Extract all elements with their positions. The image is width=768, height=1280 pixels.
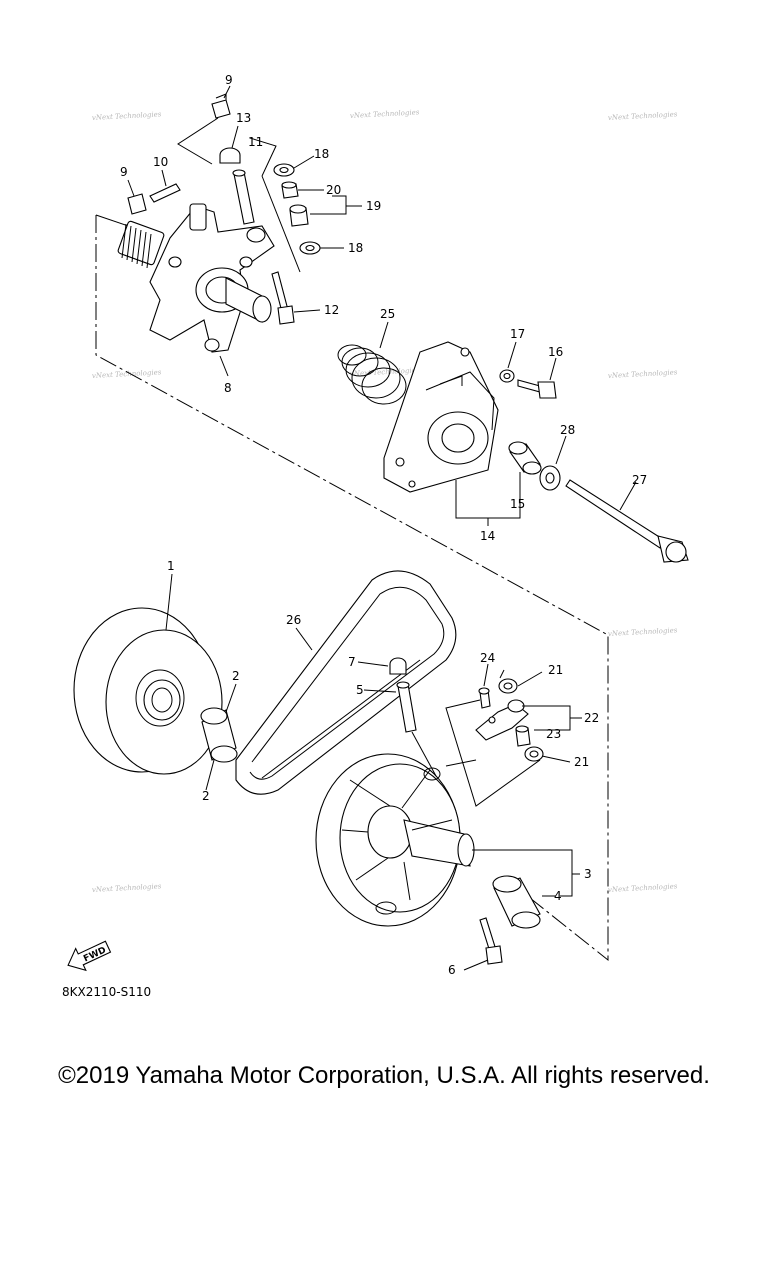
callout-22: 22 xyxy=(584,711,599,725)
part-17-washer xyxy=(499,369,515,383)
part-14-cover xyxy=(383,341,499,493)
part-19-bushing xyxy=(289,204,309,227)
callout-28: 28 xyxy=(560,423,575,437)
callout-25: 25 xyxy=(380,307,395,321)
part-20-bushing xyxy=(281,181,299,199)
callout-26: 26 xyxy=(286,613,301,627)
part-3-movable-sheave xyxy=(315,753,475,927)
part-21-washer-upper xyxy=(498,678,518,694)
part-22-weight-arm xyxy=(475,699,529,741)
part-15-bushing xyxy=(508,441,542,475)
part-18-washer-upper xyxy=(273,163,295,177)
callout-7: 7 xyxy=(348,655,356,669)
watermark: vNext Technologies xyxy=(608,110,678,122)
callout-3: 3 xyxy=(584,867,592,881)
part-24-pin xyxy=(478,687,491,709)
callout-14: 14 xyxy=(480,529,495,543)
part-7-nut xyxy=(389,657,407,675)
part-6-bolt xyxy=(479,917,503,965)
watermark: vNext Technologies xyxy=(350,366,420,378)
callout-11: 11 xyxy=(248,135,263,149)
watermark: vNext Technologies xyxy=(92,882,162,894)
drawing-code: 8KX2110-S110 xyxy=(62,985,151,999)
part-25-spring xyxy=(337,344,407,405)
part-21-washer-lower xyxy=(524,746,544,762)
callout-2: 2 xyxy=(232,669,240,683)
fwd-arrow-icon: FWD xyxy=(67,940,112,972)
callout-5: 5 xyxy=(356,683,364,697)
part-9-slider-upper xyxy=(211,93,231,119)
callout-21: 21 xyxy=(548,663,563,677)
part-2-bushing xyxy=(200,707,238,763)
leader-lines xyxy=(127,85,637,971)
part-28-washer xyxy=(539,465,561,491)
part-10-pin xyxy=(149,183,181,203)
part-18-washer-lower xyxy=(299,241,321,255)
callout-4: 4 xyxy=(554,889,562,903)
part-11-collar xyxy=(232,169,255,225)
part-1-sheave xyxy=(73,607,223,775)
callout-18: 18 xyxy=(314,147,329,161)
callout-16: 16 xyxy=(548,345,563,359)
callout-1: 1 xyxy=(167,559,175,573)
part-16-bolt xyxy=(517,379,557,399)
part-23-collar xyxy=(515,725,531,747)
part-5-collar xyxy=(396,681,417,733)
watermark: vNext Technologies xyxy=(92,110,162,122)
callout-21: 21 xyxy=(574,755,589,769)
callouts: 1 2 2 3 4 5 6 7 8 9 9 10 11 12 13 14 15 … xyxy=(120,73,647,977)
watermark: vNext Technologies xyxy=(608,368,678,380)
callout-8: 8 xyxy=(224,381,232,395)
part-9-slider-left xyxy=(127,193,147,215)
part-4-bushing xyxy=(492,875,541,929)
part-12-bolt xyxy=(271,271,295,325)
callout-18: 18 xyxy=(348,241,363,255)
callout-17: 17 xyxy=(510,327,525,341)
parts-diagram: vNext Technologies vNext Technologies vN… xyxy=(62,73,689,999)
callout-20: 20 xyxy=(326,183,341,197)
watermark: vNext Technologies xyxy=(92,368,162,380)
part-26-belt xyxy=(235,570,457,795)
callout-2: 2 xyxy=(202,789,210,803)
copyright-notice: ©2019 Yamaha Motor Corporation, U.S.A. A… xyxy=(58,1062,710,1089)
part-27-bolt xyxy=(565,479,689,563)
callout-10: 10 xyxy=(153,155,168,169)
callout-13: 13 xyxy=(236,111,251,125)
callout-24: 24 xyxy=(480,651,495,665)
callout-9: 9 xyxy=(225,73,233,87)
watermark: vNext Technologies xyxy=(350,108,420,120)
callout-6: 6 xyxy=(448,963,456,977)
callout-12: 12 xyxy=(324,303,339,317)
part-13-nut xyxy=(219,147,241,164)
callout-9: 9 xyxy=(120,165,128,179)
callout-23: 23 xyxy=(546,727,561,741)
callout-27: 27 xyxy=(632,473,647,487)
assembly-outline xyxy=(95,215,609,962)
callout-15: 15 xyxy=(510,497,525,511)
callout-19: 19 xyxy=(366,199,381,213)
part-8-shaft-spider xyxy=(117,203,275,353)
watermark: vNext Technologies xyxy=(608,882,678,894)
watermark: vNext Technologies xyxy=(608,626,678,638)
